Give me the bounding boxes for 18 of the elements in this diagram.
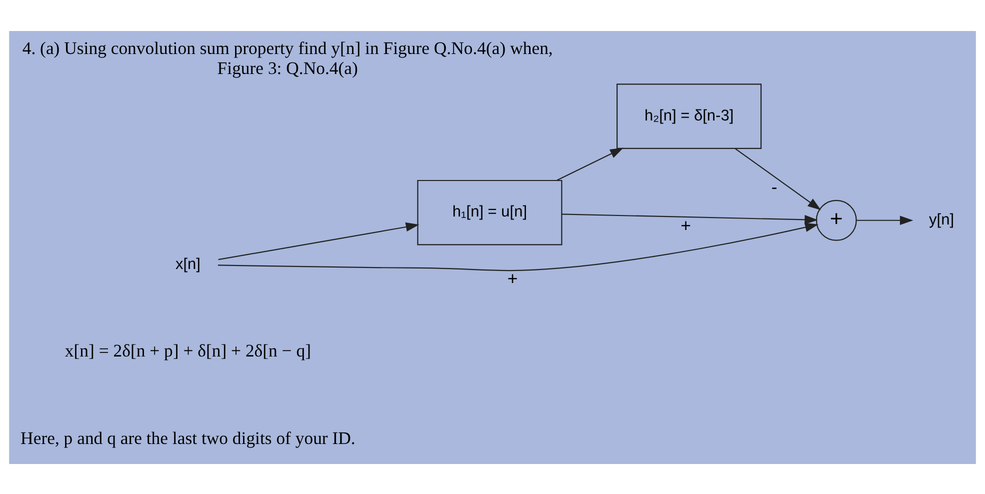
node-text: x[n] — [175, 255, 200, 272]
node-box: h₁[n] = u[n] — [417, 179, 562, 245]
label: Here, p and q are the last two digits of your ID. — [20, 427, 356, 448]
arrow — [218, 222, 818, 271]
edge-label: - — [771, 176, 778, 197]
arrow — [856, 215, 914, 225]
arrow — [556, 147, 624, 180]
node-box: h₂[n] = δ[n-3] — [616, 83, 762, 148]
node-circle: + — [816, 199, 857, 240]
node-text: y[n] — [929, 210, 954, 228]
label: x[n] = 2δ[n + p] + δ[n] + 2δ[n − q] — [64, 340, 311, 360]
arrow — [562, 213, 818, 224]
caption: Figure 3: Q.No.4(a) — [217, 57, 358, 78]
edge-label: + — [680, 214, 691, 235]
diagram-title: 4. (a) Using convolution sum property find y[n] in Figure Q.No.4(a) when, — [22, 38, 553, 58]
edge-label: + — [507, 268, 518, 288]
arrow — [734, 148, 821, 210]
arrow — [218, 222, 420, 260]
